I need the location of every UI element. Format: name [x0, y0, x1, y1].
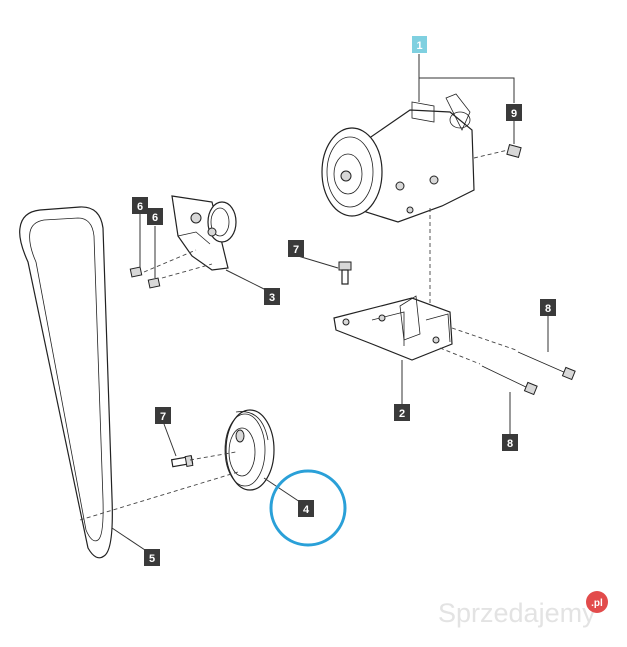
- callout-8a: 8: [540, 299, 556, 316]
- callout-6b: 6: [147, 208, 163, 225]
- svg-text:7: 7: [293, 244, 299, 256]
- drive-belt: [19, 206, 113, 559]
- callout-7a: 7: [288, 240, 304, 257]
- callout-1: 1: [412, 36, 427, 53]
- svg-text:3: 3: [269, 292, 275, 304]
- mount-bolt: [338, 261, 352, 285]
- callout-4: 4: [298, 500, 314, 517]
- alignment-lines: [79, 149, 517, 521]
- watermark-brand: Sprzedajemy: [438, 598, 596, 628]
- long-bolts: [481, 351, 576, 396]
- pulley-bolt: [170, 454, 194, 468]
- svg-text:7: 7: [160, 411, 166, 423]
- callout-9: 9: [506, 104, 522, 121]
- crankshaft-pulley: [224, 409, 275, 491]
- watermark-logo: Sprzedajemy .pl: [438, 591, 608, 628]
- callout-5: 5: [144, 549, 160, 566]
- svg-text:9: 9: [511, 108, 517, 120]
- callout-3: 3: [264, 288, 280, 305]
- highlight-circle: [269, 469, 347, 547]
- svg-text:4: 4: [303, 504, 310, 516]
- compressor-mount-bracket: [333, 295, 453, 361]
- svg-text:8: 8: [507, 438, 513, 450]
- ac-compressor: [321, 93, 522, 223]
- svg-text:2: 2: [399, 408, 405, 420]
- watermark-badge-icon: [586, 591, 608, 613]
- svg-text:5: 5: [149, 553, 155, 565]
- bracket-bolts: [129, 266, 161, 289]
- tensioner-bracket: [171, 195, 237, 271]
- svg-text:8: 8: [545, 303, 551, 315]
- callout-2: 2: [394, 404, 410, 421]
- svg-text:6: 6: [137, 201, 143, 213]
- callout-8b: 8: [502, 434, 518, 451]
- watermark-badge-text: .pl: [591, 598, 603, 609]
- callout-6a: 6: [132, 197, 148, 214]
- callout-7b: 7: [155, 407, 171, 424]
- svg-text:1: 1: [416, 40, 422, 52]
- leader-lines: [111, 54, 549, 553]
- svg-text:6: 6: [152, 212, 158, 224]
